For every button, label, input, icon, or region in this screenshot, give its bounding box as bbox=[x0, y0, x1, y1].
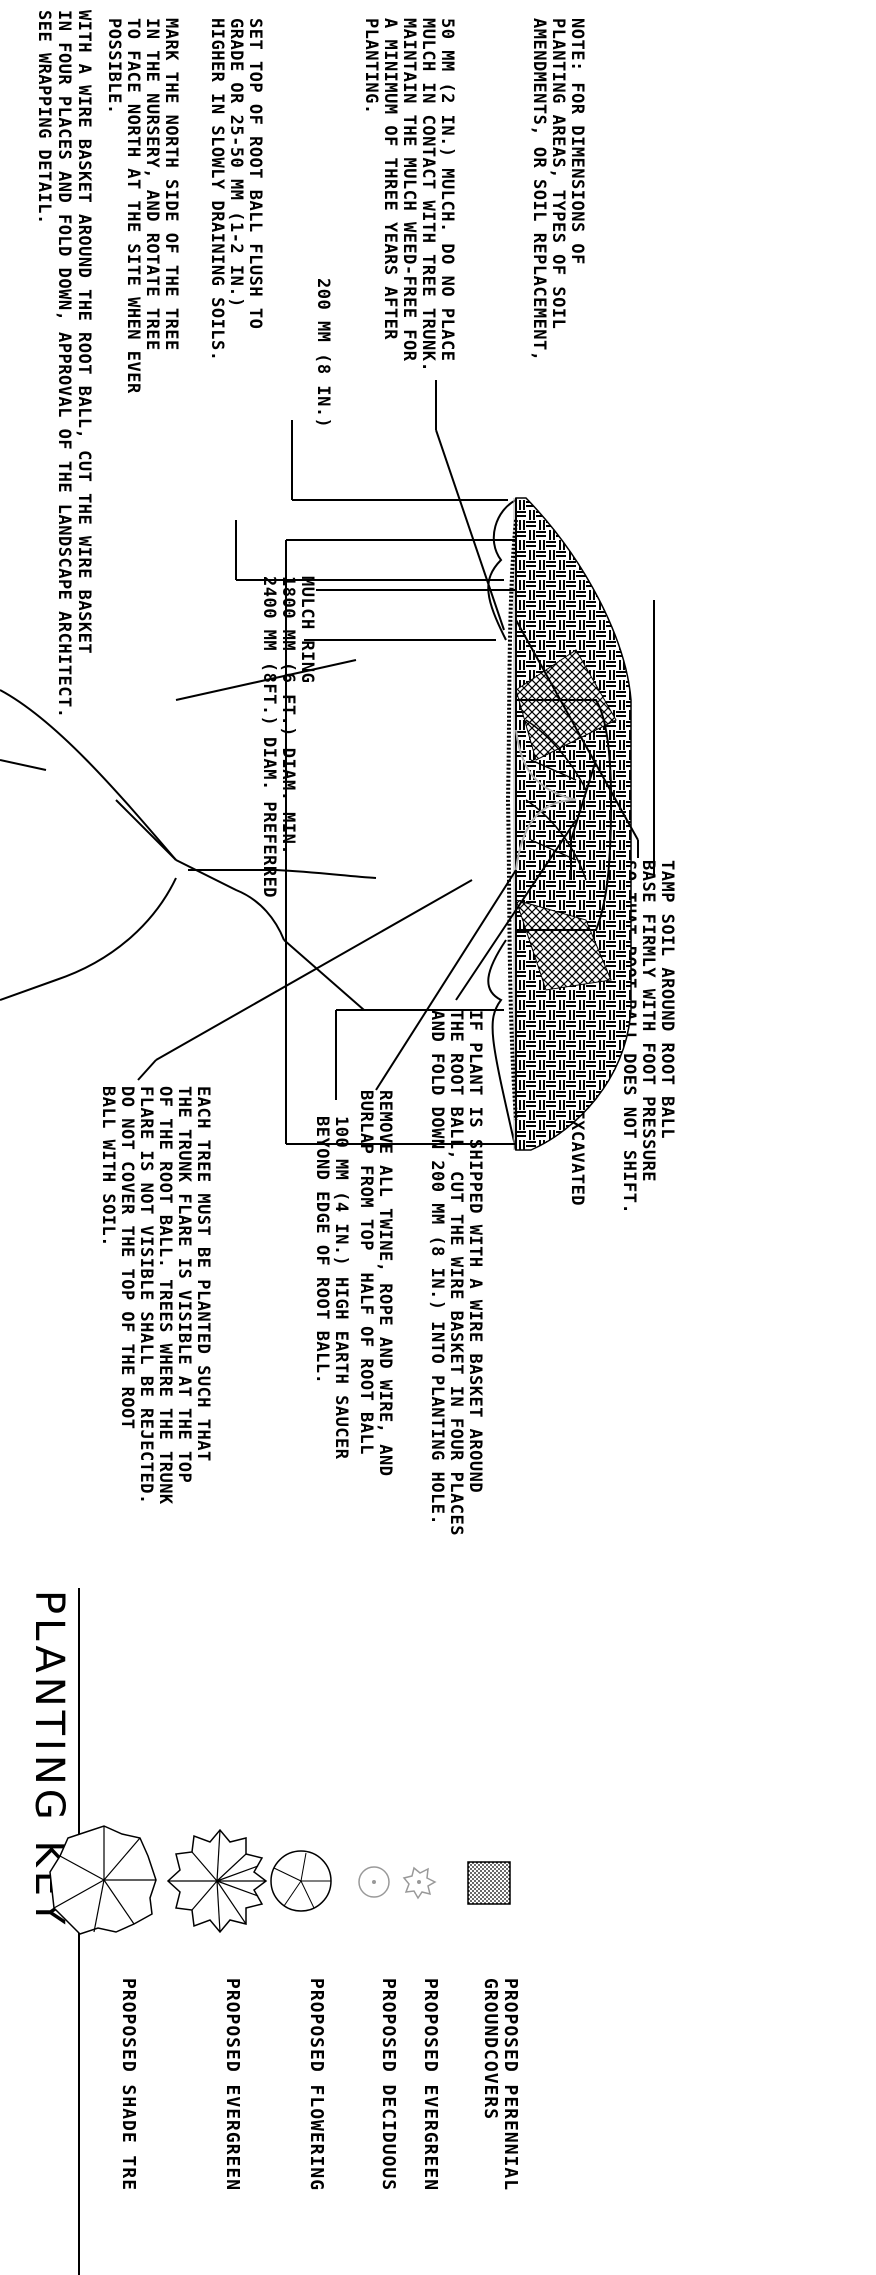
trunk-flare bbox=[515, 729, 577, 871]
evergreen-tree-symbol-icon bbox=[166, 1828, 268, 1934]
soil-wedge-right bbox=[515, 899, 612, 991]
deciduous-shrub-symbol-icon bbox=[358, 1866, 390, 1898]
dimension-lines bbox=[285, 539, 516, 1145]
root-ball bbox=[516, 699, 613, 931]
leader-lines bbox=[137, 380, 655, 1100]
earth-saucer-left bbox=[487, 499, 517, 641]
groundcover-hatch-icon bbox=[467, 1861, 511, 1905]
flowering-tree-symbol-icon bbox=[270, 1850, 332, 1912]
earth-saucer-right bbox=[487, 939, 517, 1151]
evergreen-shrub-symbol-icon bbox=[402, 1866, 437, 1900]
tree-branches bbox=[0, 689, 377, 1011]
mulch-layer bbox=[505, 519, 518, 1121]
shade-tree-symbol-icon bbox=[49, 1825, 157, 1935]
soil-wedge-left bbox=[515, 649, 617, 761]
